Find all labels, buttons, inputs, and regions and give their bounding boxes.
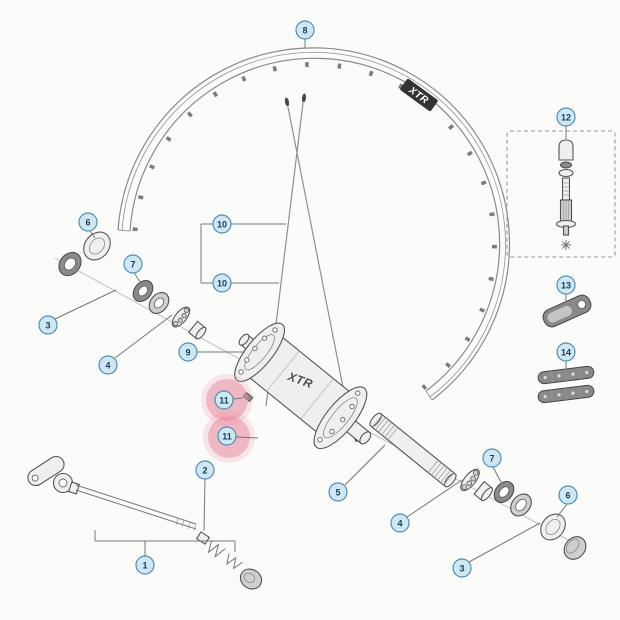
qr-nut-small [195, 531, 211, 545]
valve-seal-star [561, 240, 571, 250]
callout-5: 5 [328, 482, 348, 502]
valve-kit-box [506, 130, 616, 258]
svg-text:3: 3 [45, 321, 50, 331]
valve-ring [558, 168, 574, 178]
seal-ring [132, 280, 154, 302]
callouts: 8 12 13 14 6 7 3 4 10 10 9 [38, 20, 578, 578]
callout-13: 13 [556, 275, 576, 295]
qr-spring [226, 553, 243, 570]
hub-axle [369, 412, 457, 488]
seal-ring [510, 493, 532, 517]
quick-release-lever [27, 455, 65, 487]
svg-text:11: 11 [222, 432, 232, 442]
bearing-retainer [460, 468, 480, 492]
spoke-nipple [284, 97, 290, 107]
cone-nut [187, 320, 207, 340]
valve-ring [560, 161, 572, 169]
rim-pad-strip [537, 365, 595, 385]
dust-cap [83, 231, 111, 261]
callout-12: 12 [556, 107, 576, 127]
svg-text:10: 10 [217, 220, 227, 230]
callout-1: 1 [135, 555, 155, 575]
svg-text:2: 2 [202, 466, 207, 476]
callout-6-right: 6 [558, 485, 578, 505]
valve-stem-upper [561, 177, 571, 201]
front-hub-body [234, 322, 372, 450]
svg-text:7: 7 [489, 454, 494, 464]
callout-10-lower: 10 [212, 273, 232, 293]
qr-end-nut [239, 568, 263, 590]
svg-text:4: 4 [397, 519, 402, 529]
callout-8: 8 [295, 20, 315, 40]
quick-release-assembly [27, 455, 263, 590]
hub-flange-right [313, 386, 368, 450]
valve-tip [562, 225, 570, 236]
leader-lines [54, 39, 568, 563]
callout-4-left: 4 [98, 355, 118, 375]
wheel-rim [117, 47, 511, 401]
callout-2: 2 [195, 460, 215, 480]
rim-pad-strip [537, 384, 595, 404]
callout-11-upper: 11 [214, 390, 234, 410]
svg-text:3: 3 [459, 564, 464, 574]
svg-text:1: 1 [142, 561, 147, 571]
svg-text:10: 10 [217, 279, 227, 289]
qr-skewer-rod [75, 484, 197, 525]
bearing-retainer [171, 306, 191, 328]
valve-kit [506, 130, 616, 258]
callout-10-upper: 10 [212, 214, 232, 234]
svg-text:4: 4 [105, 361, 110, 371]
callout-3-left: 3 [38, 315, 58, 335]
svg-text:6: 6 [565, 491, 570, 501]
cone-nut [473, 480, 493, 502]
svg-text:7: 7 [130, 260, 135, 270]
rim-brand-decal: XTR [400, 78, 438, 112]
seal-ring [148, 292, 170, 314]
svg-text:5: 5 [335, 488, 340, 498]
callout-11-lower: 11 [217, 426, 237, 446]
spoke-nipple [301, 93, 307, 103]
callout-7-right: 7 [482, 448, 502, 468]
lock-ring [540, 513, 566, 541]
callout-6-left: 6 [78, 212, 98, 232]
svg-text:9: 9 [185, 348, 190, 358]
svg-text:11: 11 [219, 396, 229, 406]
end-cap [563, 536, 587, 560]
right-hub-parts [460, 468, 587, 560]
valve-cap [558, 139, 574, 161]
hub-flange-left [234, 322, 285, 382]
callout-14: 14 [556, 342, 576, 362]
svg-text:14: 14 [561, 348, 571, 358]
seal-ring [58, 251, 82, 277]
qr-spring [207, 539, 226, 558]
callout-3-right: 3 [452, 558, 472, 578]
spoke-wrench-tool [542, 294, 592, 328]
svg-text:12: 12 [561, 113, 571, 123]
left-hub-parts [58, 231, 207, 340]
selection-highlights [201, 374, 255, 463]
svg-text:13: 13 [561, 281, 571, 291]
seal-ring [493, 481, 515, 503]
callout-7-left: 7 [123, 254, 143, 274]
callout-9: 9 [178, 342, 198, 362]
svg-text:6: 6 [85, 218, 90, 228]
callout-4-right: 4 [390, 513, 410, 533]
rim-logo-patch [400, 78, 438, 112]
svg-text:8: 8 [302, 26, 307, 36]
